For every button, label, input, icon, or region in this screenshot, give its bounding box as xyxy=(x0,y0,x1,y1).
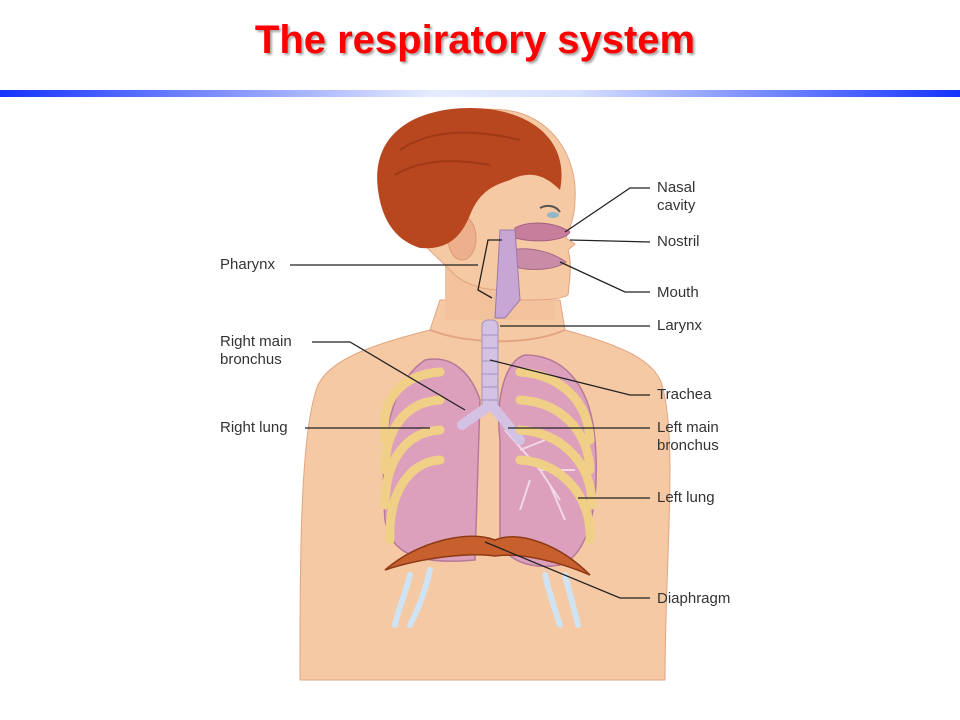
label-diaphragm: Diaphragm xyxy=(657,590,731,607)
head xyxy=(377,108,576,319)
label-right-lung: Right lung xyxy=(220,419,288,436)
leader-lines xyxy=(290,187,651,599)
diaphragm-muscle xyxy=(384,535,591,576)
label-trachea: Trachea xyxy=(657,386,712,403)
label-larynx: Larynx xyxy=(657,317,703,334)
label-pharynx: Pharynx xyxy=(220,256,276,273)
label-left-main-bronchus: Left main bronchus xyxy=(657,419,719,454)
label-left-lung: Left lung xyxy=(657,489,715,506)
label-right-main-bronchus: Right main bronchus xyxy=(220,333,292,368)
page-title: The respiratory system xyxy=(254,18,696,62)
label-mouth: Mouth xyxy=(657,284,699,301)
label-nasal-cavity: Nasal cavity xyxy=(657,179,696,214)
trachea xyxy=(457,319,525,445)
title-underline xyxy=(0,90,960,97)
label-nostril: Nostril xyxy=(657,233,700,250)
